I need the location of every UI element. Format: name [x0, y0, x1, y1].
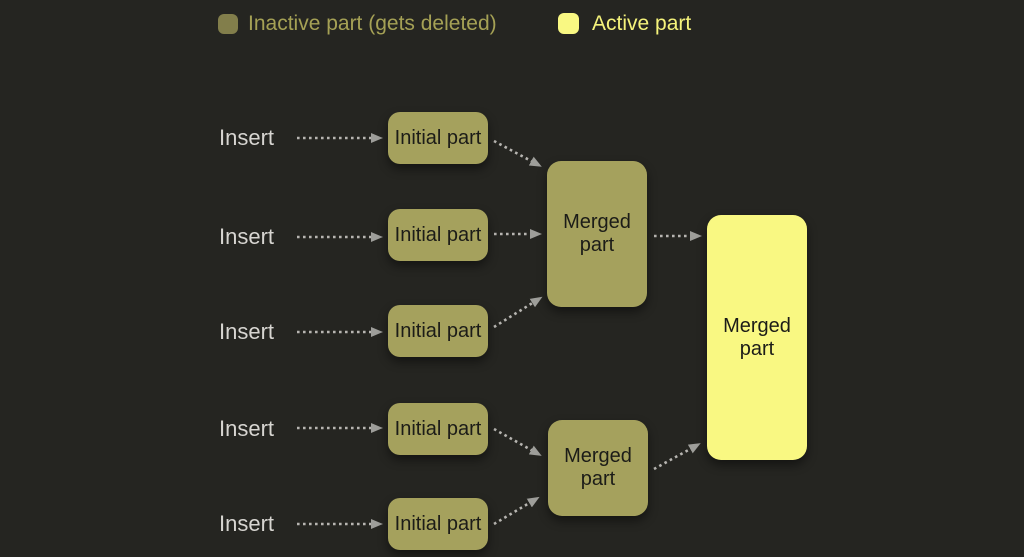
insert-label-3: Insert	[219, 319, 275, 344]
initial-part-box-4: Initial part	[388, 403, 488, 455]
insert-label-5: Insert	[219, 511, 275, 536]
insert-label-4: Insert	[219, 416, 275, 441]
insert-label-1: Insert	[219, 125, 275, 150]
legend-active-label: Active part	[592, 12, 692, 35]
arrow-initial4-merged2	[493, 427, 542, 456]
arrow-initial5-merged2	[493, 496, 540, 526]
initial-part-box-2: Initial part	[388, 209, 488, 261]
final-merged-part-box: Merged part	[707, 215, 807, 460]
legend-inactive-label: Inactive part (gets deleted)	[248, 12, 497, 35]
merged-part-box-1: Merged part	[547, 161, 647, 307]
insert-label-2: Insert	[219, 224, 275, 249]
merged-part-box-2: Merged part	[548, 420, 648, 516]
initial-part-box-1: Initial part	[388, 112, 488, 164]
inactive-part-swatch-icon	[218, 14, 238, 34]
active-part-swatch-icon	[558, 13, 579, 34]
arrow-initial3-merged1	[493, 296, 543, 329]
arrow-initial1-merged1	[493, 139, 542, 167]
initial-part-box-5: Initial part	[388, 498, 488, 550]
initial-part-box-3: Initial part	[388, 305, 488, 357]
arrow-merged2-final	[653, 443, 701, 471]
